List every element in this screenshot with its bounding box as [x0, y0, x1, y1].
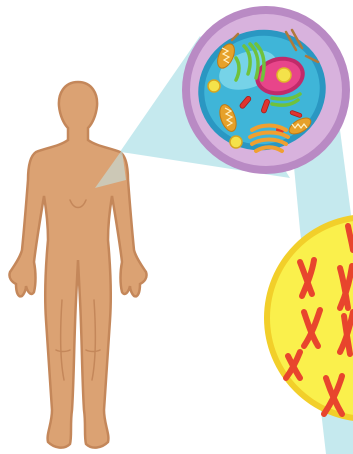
chromosome-view: [264, 214, 353, 422]
human-body: [9, 82, 146, 448]
human-body-silhouette: [9, 82, 146, 448]
animal-cell: [182, 6, 350, 174]
nucleolus: [277, 68, 291, 82]
